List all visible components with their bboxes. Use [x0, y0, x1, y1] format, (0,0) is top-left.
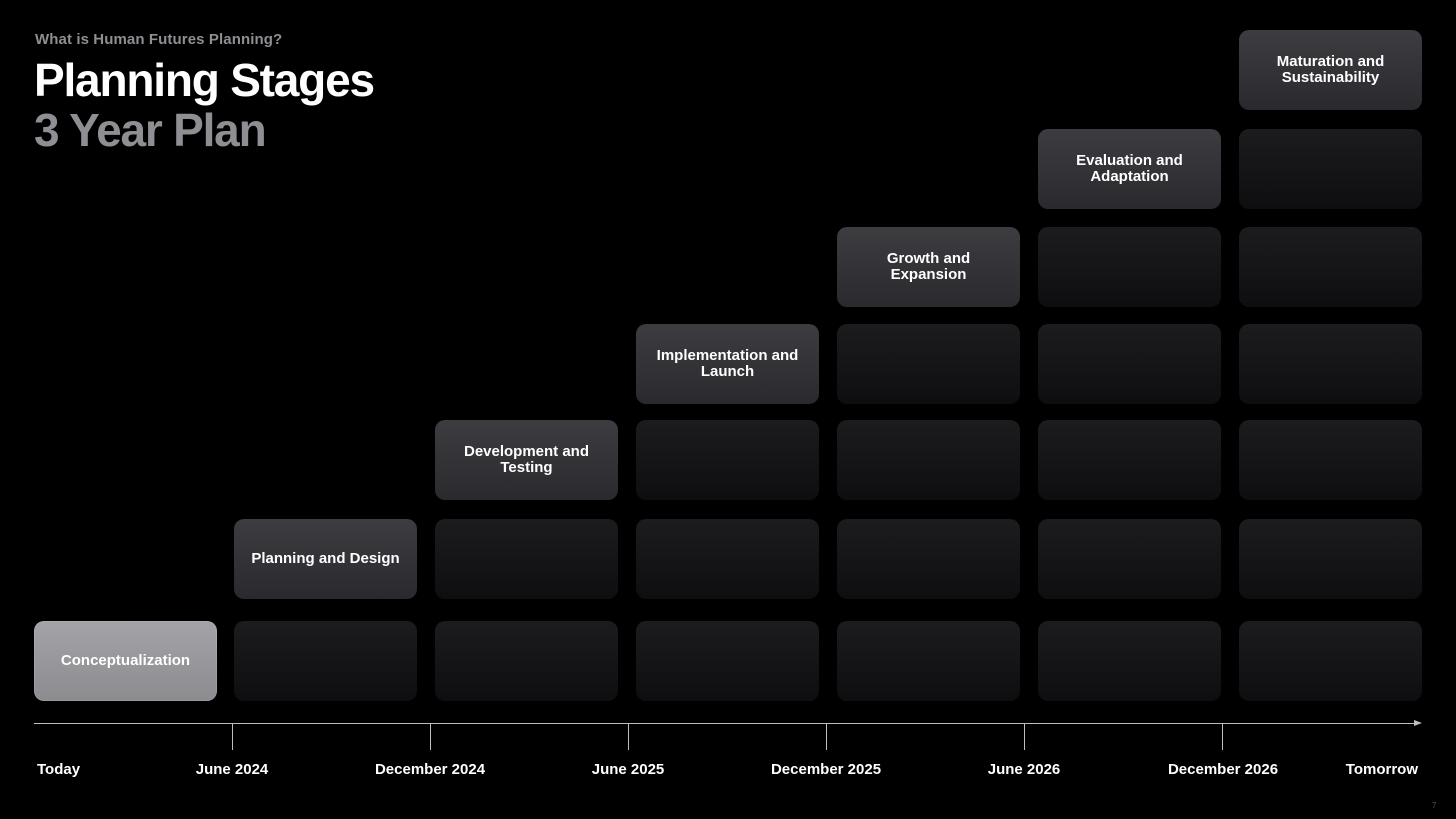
empty-grid-cell — [1239, 227, 1422, 307]
empty-grid-cell — [1038, 420, 1221, 500]
page-title: Planning Stages — [34, 54, 375, 106]
empty-grid-cell — [1038, 621, 1221, 701]
empty-grid-cell — [1239, 324, 1422, 404]
empty-grid-cell — [1038, 324, 1221, 404]
empty-grid-cell — [1239, 621, 1422, 701]
empty-grid-cell — [1239, 519, 1422, 599]
stage-box-conceptualization: Conceptualization — [34, 621, 217, 701]
empty-grid-cell — [636, 519, 819, 599]
timeline-label-december-2024: December 2024 — [374, 761, 486, 778]
empty-grid-cell — [837, 324, 1020, 404]
timeline-tick — [1024, 723, 1025, 750]
timeline-label-december-2026: December 2026 — [1167, 761, 1279, 778]
timeline-tick — [628, 723, 629, 750]
stage-box-planning-and-design: Planning and Design — [234, 519, 417, 599]
page-number: 7 — [1432, 801, 1437, 810]
stage-box-evaluation-and-adaptation: Evaluation and Adaptation — [1038, 129, 1221, 209]
empty-grid-cell — [1239, 420, 1422, 500]
timeline-label-tomorrow: Tomorrow — [1345, 761, 1418, 778]
timeline-label-june-2024: June 2024 — [195, 761, 269, 778]
page-subtitle: 3 Year Plan — [34, 104, 267, 156]
empty-grid-cell — [837, 420, 1020, 500]
empty-grid-cell — [636, 420, 819, 500]
stage-box-implementation-and-launch: Implementation and Launch — [636, 324, 819, 404]
timeline-label-june-2025: June 2025 — [591, 761, 665, 778]
empty-grid-cell — [435, 519, 618, 599]
empty-grid-cell — [837, 621, 1020, 701]
timeline-label-june-2026: June 2026 — [987, 761, 1061, 778]
empty-grid-cell — [234, 621, 417, 701]
stage-box-growth-and-expansion: Growth and Expansion — [837, 227, 1020, 307]
timeline-tick — [826, 723, 827, 750]
empty-grid-cell — [636, 621, 819, 701]
empty-grid-cell — [837, 519, 1020, 599]
stage-box-development-and-testing: Development and Testing — [435, 420, 618, 500]
timeline-arrow-icon — [1414, 720, 1422, 726]
timeline-label-december-2025: December 2025 — [770, 761, 882, 778]
eyebrow-heading: What is Human Futures Planning? — [35, 31, 283, 48]
timeline-axis-line — [34, 723, 1418, 724]
empty-grid-cell — [1239, 129, 1422, 209]
timeline-tick — [232, 723, 233, 750]
empty-grid-cell — [435, 621, 618, 701]
stage-box-maturation-and-sustainability: Maturation and Sustainability — [1239, 30, 1422, 110]
timeline-tick — [430, 723, 431, 750]
empty-grid-cell — [1038, 227, 1221, 307]
timeline-tick — [1222, 723, 1223, 750]
timeline-label-today: Today — [37, 761, 81, 778]
empty-grid-cell — [1038, 519, 1221, 599]
